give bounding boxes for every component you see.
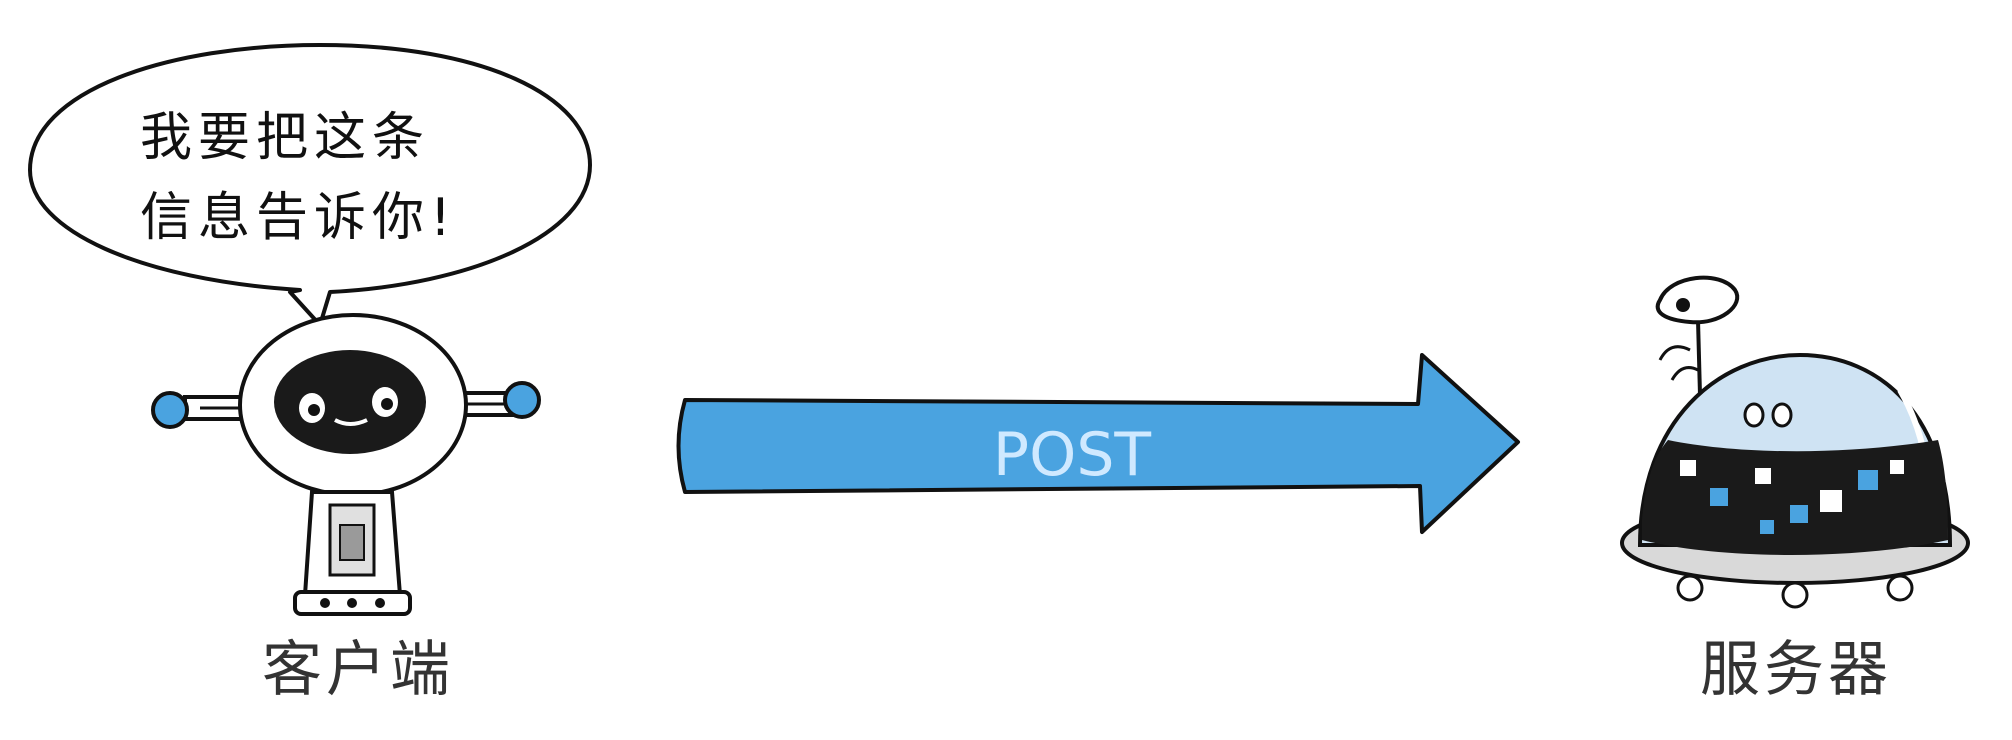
client-caption: 客户端: [262, 635, 454, 705]
speech-line-1: 我要把这条: [140, 108, 430, 168]
post-label: POST: [993, 420, 1151, 490]
server-caption: 服务器: [1700, 635, 1892, 705]
right-arm: [458, 381, 541, 419]
antenna: [1655, 275, 1740, 396]
server-robot: [1620, 275, 1970, 609]
client-robot: [151, 313, 541, 616]
left-arm: [151, 391, 247, 429]
post-arrow: POST: [676, 353, 1520, 534]
robot-face: [274, 350, 426, 454]
speech-bubble: 我要把这条 信息告诉你!: [28, 43, 592, 327]
speech-line-2: 信息告诉你!: [140, 188, 457, 248]
server-panel: [1642, 440, 1948, 555]
